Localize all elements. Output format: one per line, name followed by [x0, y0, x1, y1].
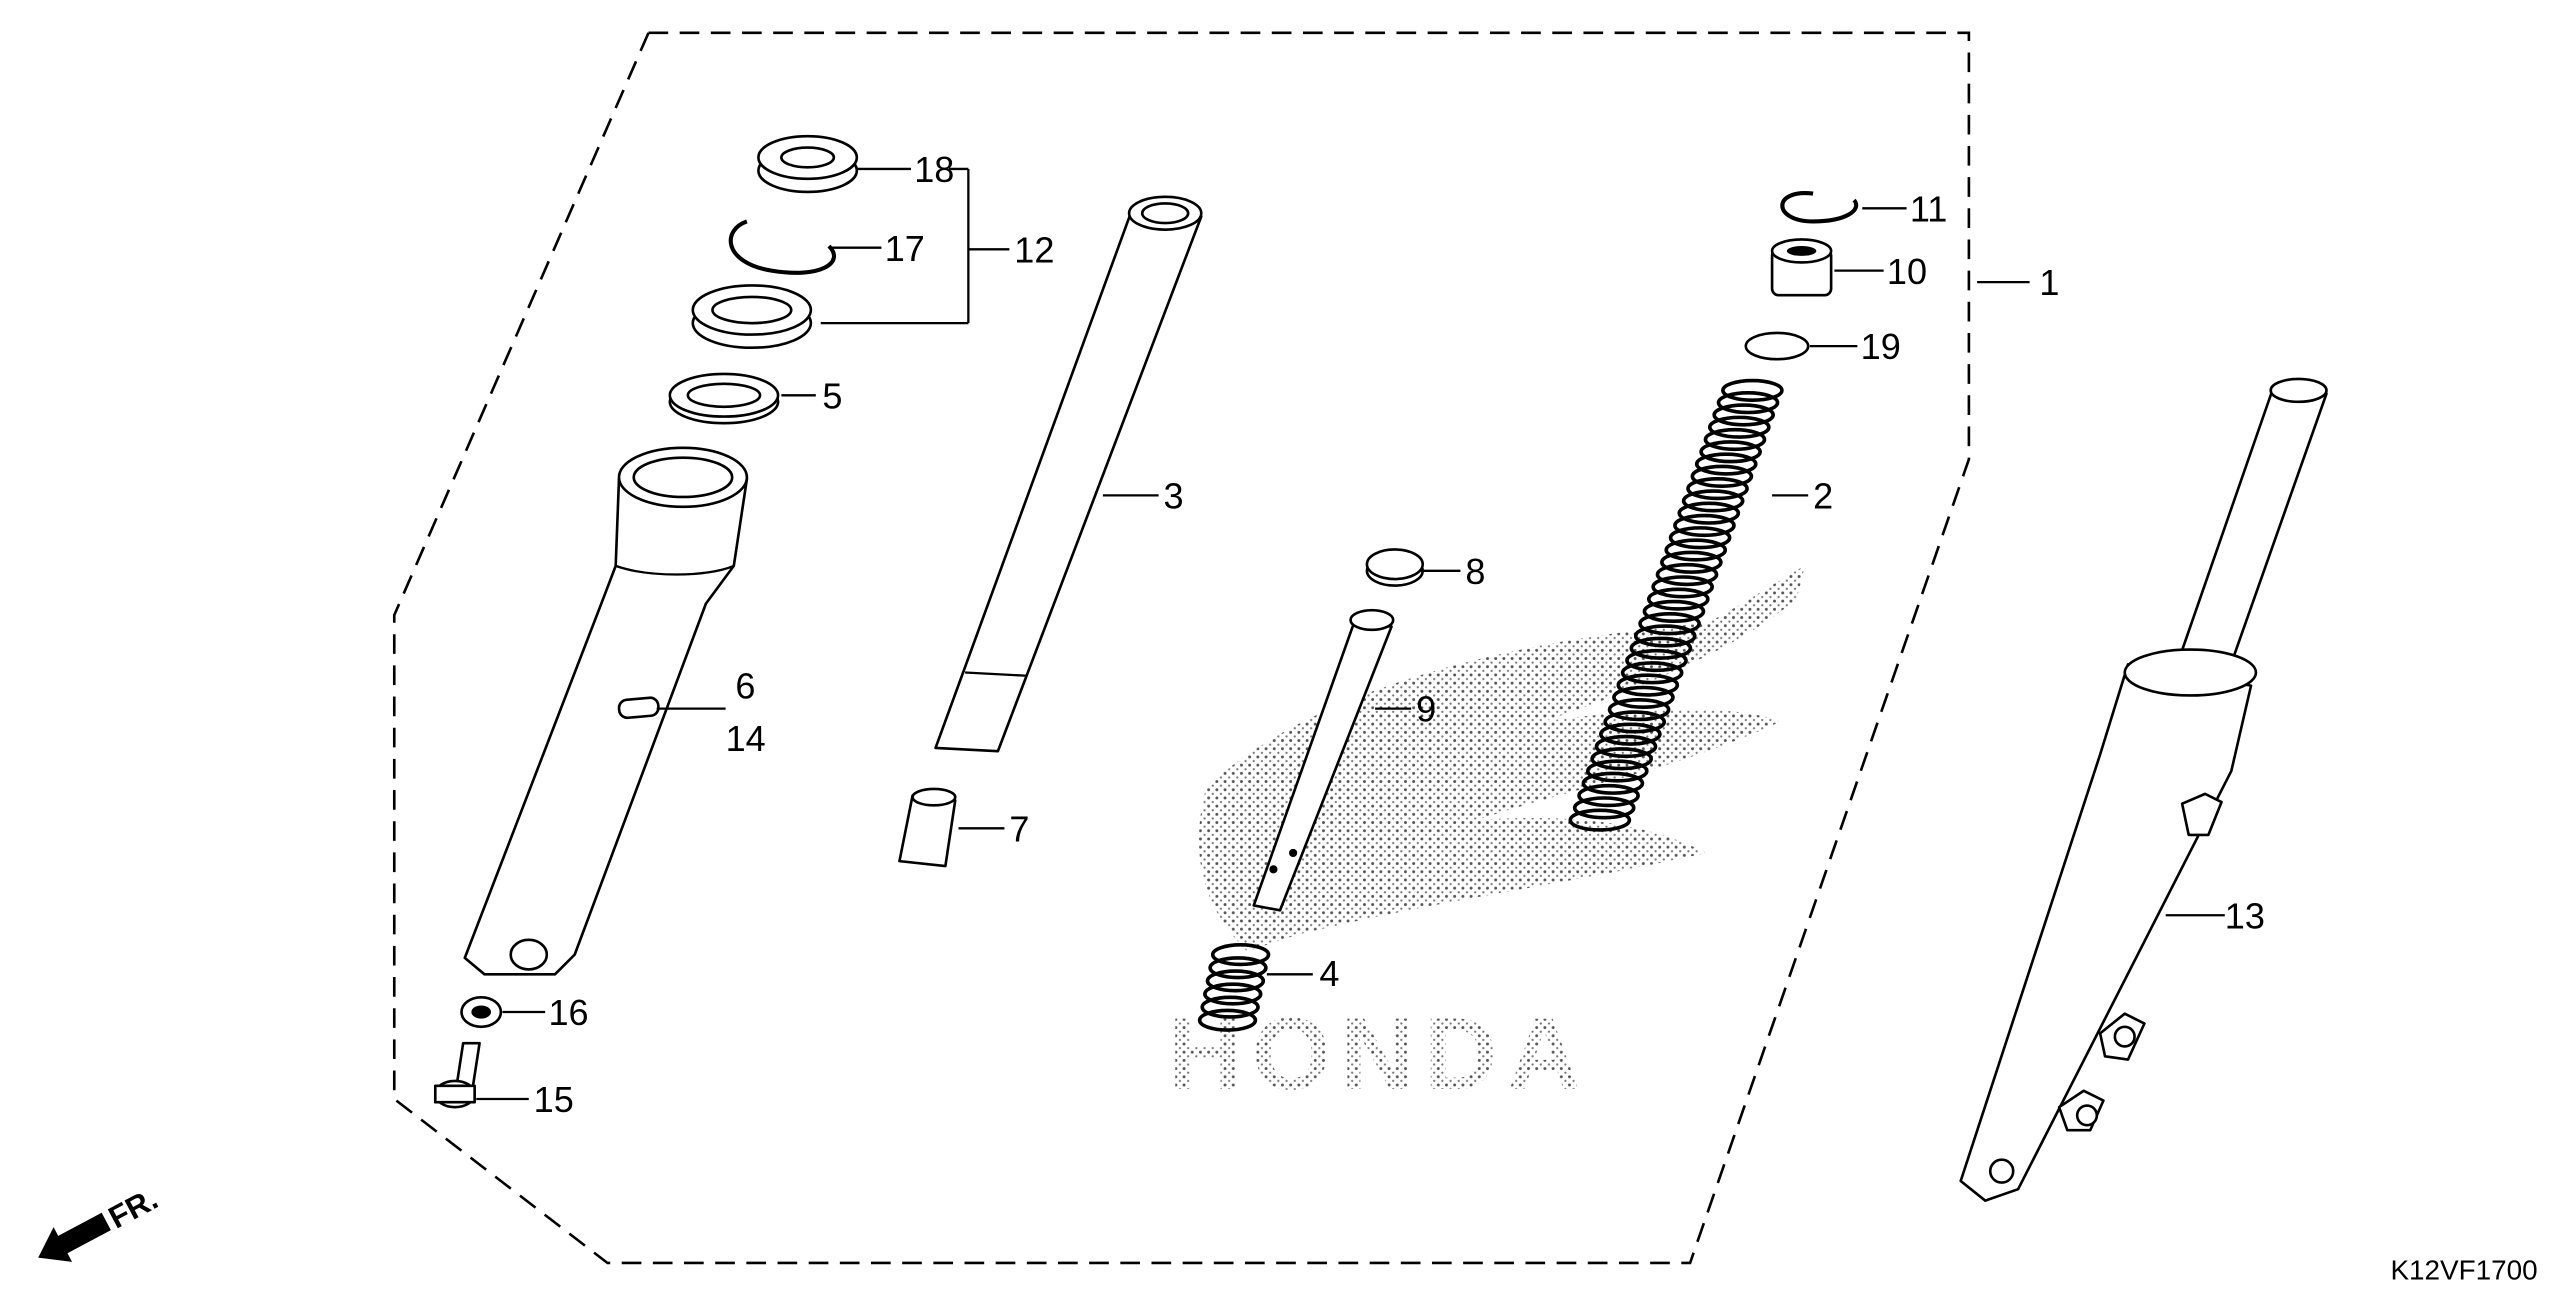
spring-coil [1572, 796, 1636, 820]
part-19-o-ring [1744, 331, 1810, 361]
callout-8: 8 [1465, 551, 1485, 592]
part-2-fork-spring [1568, 378, 1784, 832]
spring-coil [1599, 722, 1662, 746]
part-4-rebound-spring [1197, 942, 1271, 1032]
spring-coil [1712, 403, 1776, 427]
spring-coil [1681, 489, 1745, 513]
spring-coil [1703, 427, 1767, 452]
callout-14: 14 [726, 718, 766, 759]
callout-12: 12 [1014, 229, 1054, 270]
left-fork-slider [463, 446, 749, 976]
spring-coil [1646, 587, 1710, 611]
spring-coil [1655, 562, 1719, 587]
spring-coil [1660, 550, 1723, 574]
callout-17: 17 [885, 228, 925, 269]
callout-18: 18 [914, 149, 954, 190]
part-8-piston-ring [1365, 548, 1425, 587]
front-label: FR. [103, 1181, 164, 1235]
callout-9: 9 [1416, 689, 1436, 730]
honda-wing-watermark: HONDA [1168, 565, 1805, 1111]
part-6-key [617, 696, 660, 720]
spring-coil [1585, 759, 1649, 783]
spring-coil [1686, 476, 1749, 501]
diagram-code: K12VF1700 [2390, 1254, 2537, 1285]
spring-coil [1577, 783, 1640, 808]
front-direction-indicator: FR. [38, 1181, 164, 1262]
spring-coil [1707, 415, 1771, 439]
part-5-washer [668, 372, 780, 425]
spring-coil [1642, 599, 1706, 624]
spring-coil [1603, 710, 1667, 734]
spring-coil [1612, 685, 1675, 709]
spring-coil [1203, 982, 1263, 1006]
part-7-oil-lock-piece [898, 787, 957, 868]
spring-coil [1668, 526, 1732, 550]
spring-coil [1721, 378, 1784, 403]
part-16-washer [460, 995, 503, 1029]
spring-coil [1664, 538, 1728, 562]
spring-coil [1694, 452, 1758, 476]
spring-coil [1607, 697, 1671, 722]
part-10-fork-bolt [1770, 238, 1833, 297]
front-arrow-icon [38, 1212, 111, 1262]
callout-4: 4 [1319, 953, 1339, 994]
callout-16: 16 [548, 992, 588, 1033]
spring-coil [1208, 956, 1268, 980]
spring-coil [1210, 942, 1271, 967]
spring-coil [1581, 771, 1645, 795]
part-18-dust-seal [757, 134, 859, 194]
callout-5: 5 [822, 375, 842, 416]
spring-coil [1638, 612, 1701, 636]
spring-coil [1673, 513, 1736, 538]
part-11-circlip [1780, 191, 1859, 224]
spring-coil [1716, 391, 1780, 415]
part-9-fork-piston [1252, 608, 1395, 912]
spring-coil [1629, 636, 1693, 660]
part-12-oil-seal [691, 284, 813, 350]
spring-coil [1677, 501, 1741, 525]
spring-coil [1625, 648, 1688, 673]
spring-coil [1620, 661, 1684, 685]
honda-text-watermark: HONDA [1168, 997, 1590, 1111]
callout-3: 3 [1164, 475, 1184, 516]
callout-19: 19 [1861, 326, 1901, 367]
spring-coil [1594, 734, 1658, 759]
part-15-bolt [433, 1041, 481, 1109]
leader-lines [476, 167, 2225, 1101]
callout-1: 1 [2039, 262, 2059, 303]
callout-13: 13 [2225, 895, 2265, 936]
spring-coil [1651, 575, 1714, 599]
callout-6: 6 [735, 666, 755, 707]
spring-coil [1205, 969, 1266, 993]
spring-coil [1699, 440, 1762, 464]
spring-coil [1200, 995, 1260, 1019]
callout-2: 2 [1813, 475, 1833, 516]
callout-10: 10 [1887, 251, 1927, 292]
spring-coil [1633, 624, 1697, 648]
spring-coil [1690, 464, 1754, 488]
part-3-fork-pipe [934, 195, 1203, 753]
spring-coil [1197, 1008, 1258, 1032]
callout-15: 15 [534, 1079, 574, 1120]
spring-coil [1568, 808, 1632, 832]
callout-11: 11 [1910, 188, 1947, 229]
spring-coil [1590, 747, 1653, 771]
callout-7: 7 [1009, 808, 1029, 849]
spring-coil [1616, 673, 1680, 697]
part-13-right-fork-assembly [1959, 377, 2328, 1202]
part-17-stopper-ring [728, 219, 836, 275]
